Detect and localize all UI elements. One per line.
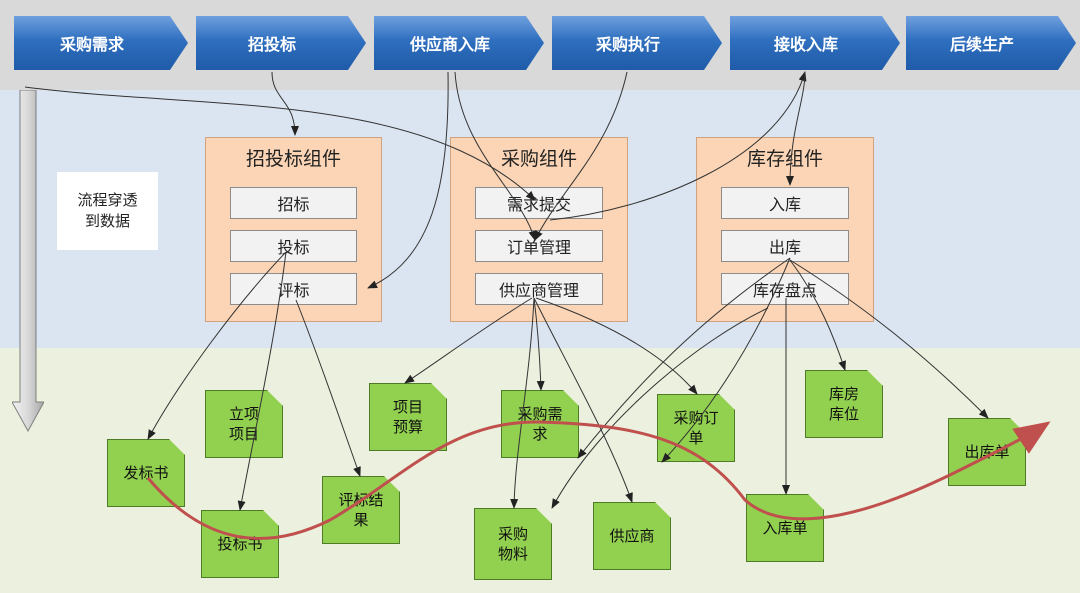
doc-purchase-order: 采购订 单 (657, 394, 735, 462)
step-production: 后续生产 (906, 16, 1076, 70)
connector (510, 297, 535, 509)
connector (533, 297, 545, 391)
connector (661, 257, 791, 463)
connector (237, 251, 287, 511)
step-bidding: 招投标 (196, 16, 366, 70)
connector (786, 71, 806, 186)
item-bid: 投标 (230, 230, 357, 262)
bidding-component: 招投标组件 招标 投标 评标 (205, 137, 382, 322)
connector (549, 71, 807, 221)
connector (789, 259, 989, 419)
doc-supplier: 供应商 (593, 502, 671, 570)
inventory-component-title: 库存组件 (746, 148, 823, 170)
doc-tender-document: 发标书 (107, 439, 185, 507)
inventory-component: 库存组件 入库 出库 库存盘点 (696, 137, 874, 322)
connector (454, 71, 537, 241)
connector (271, 71, 299, 136)
item-stock-out: 出库 (721, 230, 849, 262)
step-purchase-execution: 采购执行 (552, 16, 722, 70)
bidding-component-title: 招投标组件 (245, 148, 341, 170)
item-evaluation: 评标 (230, 273, 357, 305)
item-demand-submit: 需求提交 (475, 187, 603, 219)
connector (24, 86, 536, 201)
connector (551, 307, 769, 509)
connector (295, 299, 361, 477)
connector (147, 251, 287, 440)
connector (535, 297, 698, 395)
step-receiving: 接收入库 (730, 16, 900, 70)
item-stocktaking: 库存盘点 (721, 273, 849, 305)
connector (404, 297, 533, 384)
flow-curve (146, 420, 1051, 540)
doc-project-budget: 项目 预算 (369, 383, 447, 451)
procurement-component: 采购组件 需求提交 订单管理 供应商管理 (450, 137, 628, 322)
connector (533, 297, 633, 503)
doc-evaluation-result: 评标结 果 (322, 476, 400, 544)
item-supplier-management: 供应商管理 (475, 273, 603, 305)
doc-bid-document: 投标书 (201, 510, 279, 578)
connector (789, 259, 846, 371)
flow-note: 流程穿透 到数据 (57, 172, 158, 250)
procurement-component-title: 采购组件 (500, 148, 577, 170)
connector (577, 257, 791, 459)
connector (534, 71, 628, 241)
item-tender: 招标 (230, 187, 357, 219)
doc-project-initiation: 立项 项目 (205, 390, 283, 458)
item-stock-in: 入库 (721, 187, 849, 219)
doc-purchase-material: 采购 物料 (474, 508, 552, 580)
flow-down-arrow (11, 89, 45, 433)
step-supplier-onboarding: 供应商入库 (374, 16, 544, 70)
connector (367, 71, 449, 289)
doc-warehouse-location: 库房 库位 (805, 370, 883, 438)
step-purchase-demand: 采购需求 (14, 16, 188, 70)
item-order-management: 订单管理 (475, 230, 603, 262)
